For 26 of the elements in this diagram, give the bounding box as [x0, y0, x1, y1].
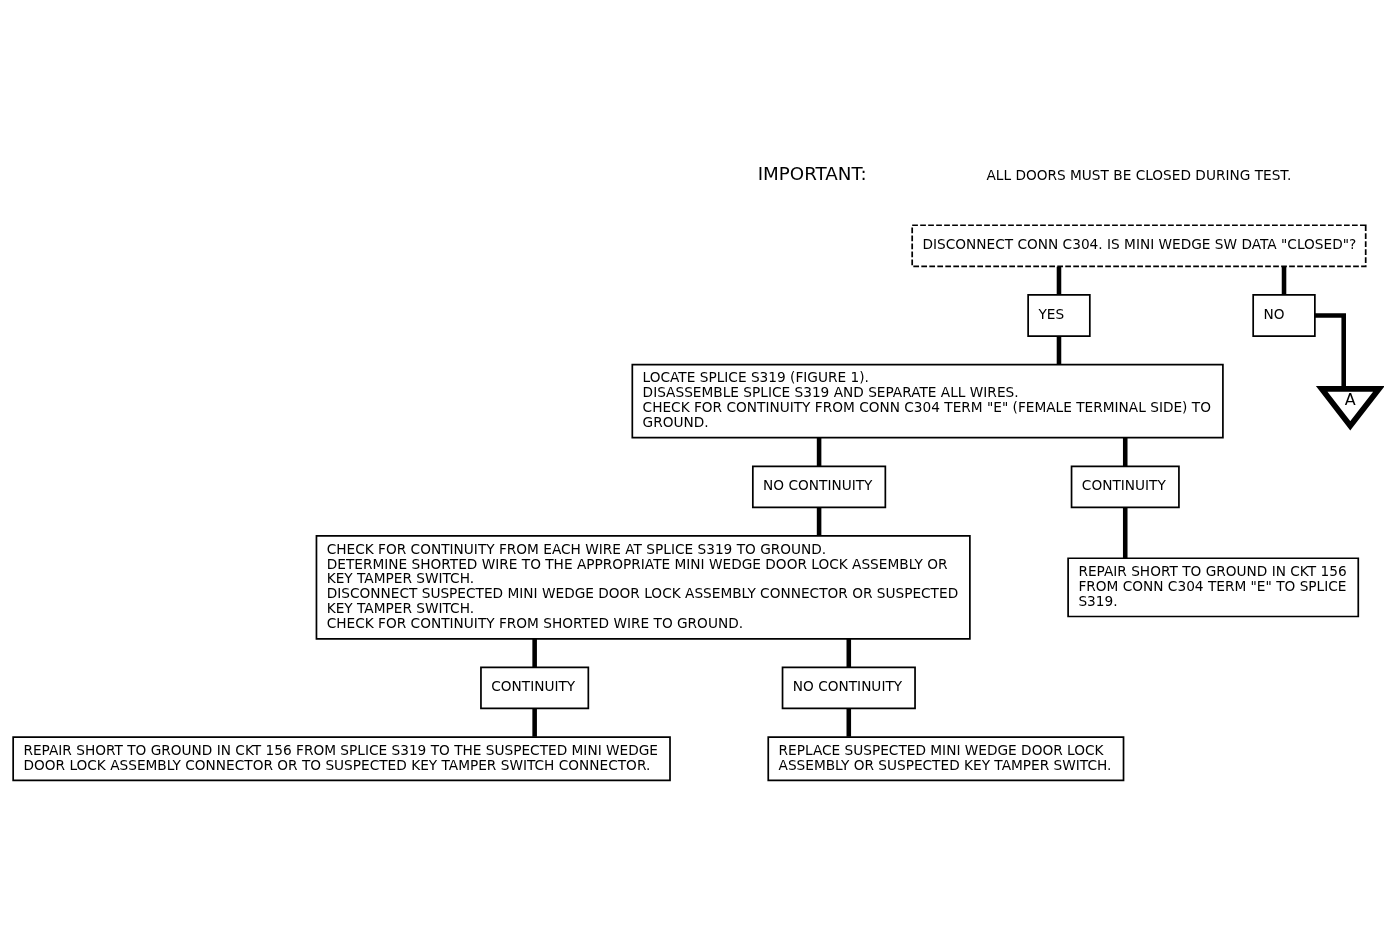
connector	[532, 708, 537, 737]
connector	[1056, 266, 1062, 295]
connector	[1281, 266, 1287, 295]
label: IMPORTANT:	[757, 163, 867, 185]
node-box: LOCATE SPLICE S319 (FIGURE 1). DISASSEMBLE SPLICE S319 AND SEPARATE ALL WIRES. CHECK FOR CONTINUITY FROM CONN C304 TERM "E" (FEMALE TERMINAL SIDE) TO GROUND.	[631, 363, 1224, 439]
node-box: NO CONTINUITY	[751, 465, 887, 509]
node-box: YES	[1027, 294, 1091, 337]
node-box: NO	[1252, 294, 1316, 337]
connector	[1122, 438, 1128, 467]
node-box: NO CONTINUITY	[781, 666, 916, 710]
connector	[846, 638, 852, 668]
connector	[532, 638, 537, 668]
node-box: CONTINUITY	[1070, 465, 1180, 509]
connector	[1314, 313, 1346, 389]
connector	[1056, 336, 1062, 365]
node-box: REPLACE SUSPECTED MINI WEDGE DOOR LOCK ASSEMBLY OR SUSPECTED KEY TAMPER SWITCH.	[767, 736, 1125, 782]
label: ALL DOORS MUST BE CLOSED DURING TEST.	[986, 166, 1292, 183]
connector	[846, 708, 852, 737]
connector	[1122, 507, 1128, 559]
connector	[816, 438, 822, 467]
node-box: REPAIR SHORT TO GROUND IN CKT 156 FROM CONN C304 TERM "E" TO SPLICE S319.	[1067, 557, 1360, 618]
node-box: CONTINUITY	[480, 666, 590, 710]
node-box: CHECK FOR CONTINUITY FROM EACH WIRE AT SPLICE S319 TO GROUND. DETERMINE SHORTED WIRE TO THE APPROPRIATE MINI WEDGE DOOR LOCK ASSEMBLY OR KEY TAMPER SWITCH. DISCONNECT SUSPECTED MINI WEDGE DOOR LOCK ASSEMBLY CONNECTOR OR SUSPECTED KEY TAMPER SWITCH. CHECK FOR CONTINUITY FROM SHORTED WIRE TO GROUND.	[315, 535, 971, 640]
connector	[816, 507, 822, 536]
node-box: DISCONNECT CONN C304. IS MINI WEDGE SW DATA "CLOSED"?	[911, 224, 1367, 268]
node-box: REPAIR SHORT TO GROUND IN CKT 156 FROM SPLICE S319 TO THE SUSPECTED MINI WEDGE DOOR LOCK ASSEMBLY CONNECTOR OR TO SUSPECTED KEY TAMPER SWITCH CONNECTOR.	[12, 736, 671, 782]
